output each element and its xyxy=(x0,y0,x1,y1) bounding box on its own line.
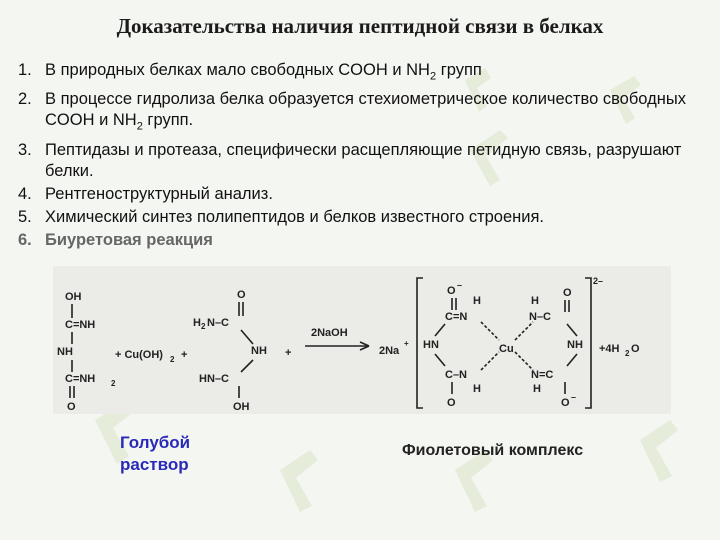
atom-label: O xyxy=(447,285,456,297)
list-item-text: В процессе гидролиза белка образуется ст… xyxy=(45,90,686,130)
list-item: 1. В природных белках мало свободных COO… xyxy=(18,60,718,87)
subscript: 2 xyxy=(136,120,143,133)
list-item-number: 1. xyxy=(18,61,32,79)
list-item: 5. Химический синтез полипептидов и белк… xyxy=(18,207,718,228)
atom-label: C=NH xyxy=(65,319,95,331)
list-item: 4. Рентгеноструктурный анализ. xyxy=(18,184,718,205)
arrow-label: 2NaOH xyxy=(311,327,348,339)
page-title: Доказательства наличия пептидной связи в… xyxy=(116,14,604,38)
atom-label: HN–C xyxy=(199,373,229,385)
atom-label: H xyxy=(473,295,481,307)
atom-label: HN xyxy=(423,339,439,351)
plus-sign: + xyxy=(181,349,187,361)
list-item: 2. В процессе гидролиза белка образуется… xyxy=(18,89,718,137)
atom-label: O xyxy=(67,401,76,413)
atom-label: H xyxy=(531,295,539,307)
list-item-text-tail: групп. xyxy=(142,111,194,130)
product-water-tail: O xyxy=(631,343,640,355)
list-item-number: 2. xyxy=(18,90,32,109)
atom-label: NH xyxy=(57,346,73,358)
list-item-text: Пептидазы и протеаза, специфически расще… xyxy=(45,140,682,180)
list-item-text: Химический синтез полипептидов и белков … xyxy=(45,207,545,226)
atom-label: C=N xyxy=(445,311,467,323)
list-item: 3. Пептидазы и протеаза, специфически ра… xyxy=(18,140,718,182)
atom-label: N–C xyxy=(529,311,551,323)
subscript: 2 xyxy=(170,355,175,364)
cation-label: 2Na xyxy=(379,345,400,357)
atom-label: O xyxy=(561,397,570,409)
atom-label: H xyxy=(193,317,201,329)
copper-atom: Cu xyxy=(499,343,514,355)
atom-label: N=C xyxy=(531,369,553,381)
atom-label: NH xyxy=(251,345,267,357)
list-item-number: 4. xyxy=(18,184,32,203)
charge-sign: – xyxy=(457,280,462,290)
atom-label: O xyxy=(447,397,456,409)
caption-line: раствор xyxy=(120,455,189,474)
atom-label: O xyxy=(237,289,246,301)
list-item-number: 6. xyxy=(18,230,32,249)
subscript: 2 xyxy=(625,349,630,358)
list-item-text-tail: групп xyxy=(436,61,482,79)
atom-label: N–C xyxy=(207,317,229,329)
caption-line: Голубой xyxy=(120,433,191,452)
reactant-plus: + Cu(OH) xyxy=(115,349,163,361)
reaction-diagram: OH C=NH NH C=NH 2 O + Cu(OH) 2 + O H 2 N… xyxy=(57,276,640,413)
charge-sign: – xyxy=(571,392,576,402)
atom-label: C=NH xyxy=(65,373,95,385)
list-item-text: В природных белках мало свободных COOH и… xyxy=(45,61,430,79)
atom-label: OH xyxy=(65,291,82,303)
blue-solution-caption: Голубой раствор xyxy=(120,432,190,476)
atom-label: H xyxy=(473,383,481,395)
list-item-text: Рентгеноструктурный анализ. xyxy=(45,184,273,203)
superscript: + xyxy=(404,339,409,348)
evidence-list: 1. В природных белках мало свободных COO… xyxy=(18,60,718,253)
plus-sign: + xyxy=(285,347,291,359)
violet-complex-caption: Фиолетовый комплекс xyxy=(402,442,584,459)
atom-label: OH xyxy=(233,401,250,413)
list-item-number: 3. xyxy=(18,140,32,159)
atom-label: H xyxy=(533,383,541,395)
list-item-number: 5. xyxy=(18,207,32,226)
complex-charge: 2– xyxy=(593,276,603,286)
atom-label: C–N xyxy=(445,369,467,381)
list-item-text: Биуретовая реакция xyxy=(45,230,213,249)
product-water: +4H xyxy=(599,343,620,355)
subscript: 2 xyxy=(111,379,116,388)
list-item-highlighted: 6. Биуретовая реакция xyxy=(18,230,718,251)
subscript: 2 xyxy=(201,322,206,331)
subscript: 2 xyxy=(429,70,437,83)
biuret-reaction-scheme: OH C=NH NH C=NH 2 O + Cu(OH) 2 + O H 2 N… xyxy=(53,266,671,414)
atom-label: O xyxy=(563,287,572,299)
atom-label: NH xyxy=(567,339,583,351)
